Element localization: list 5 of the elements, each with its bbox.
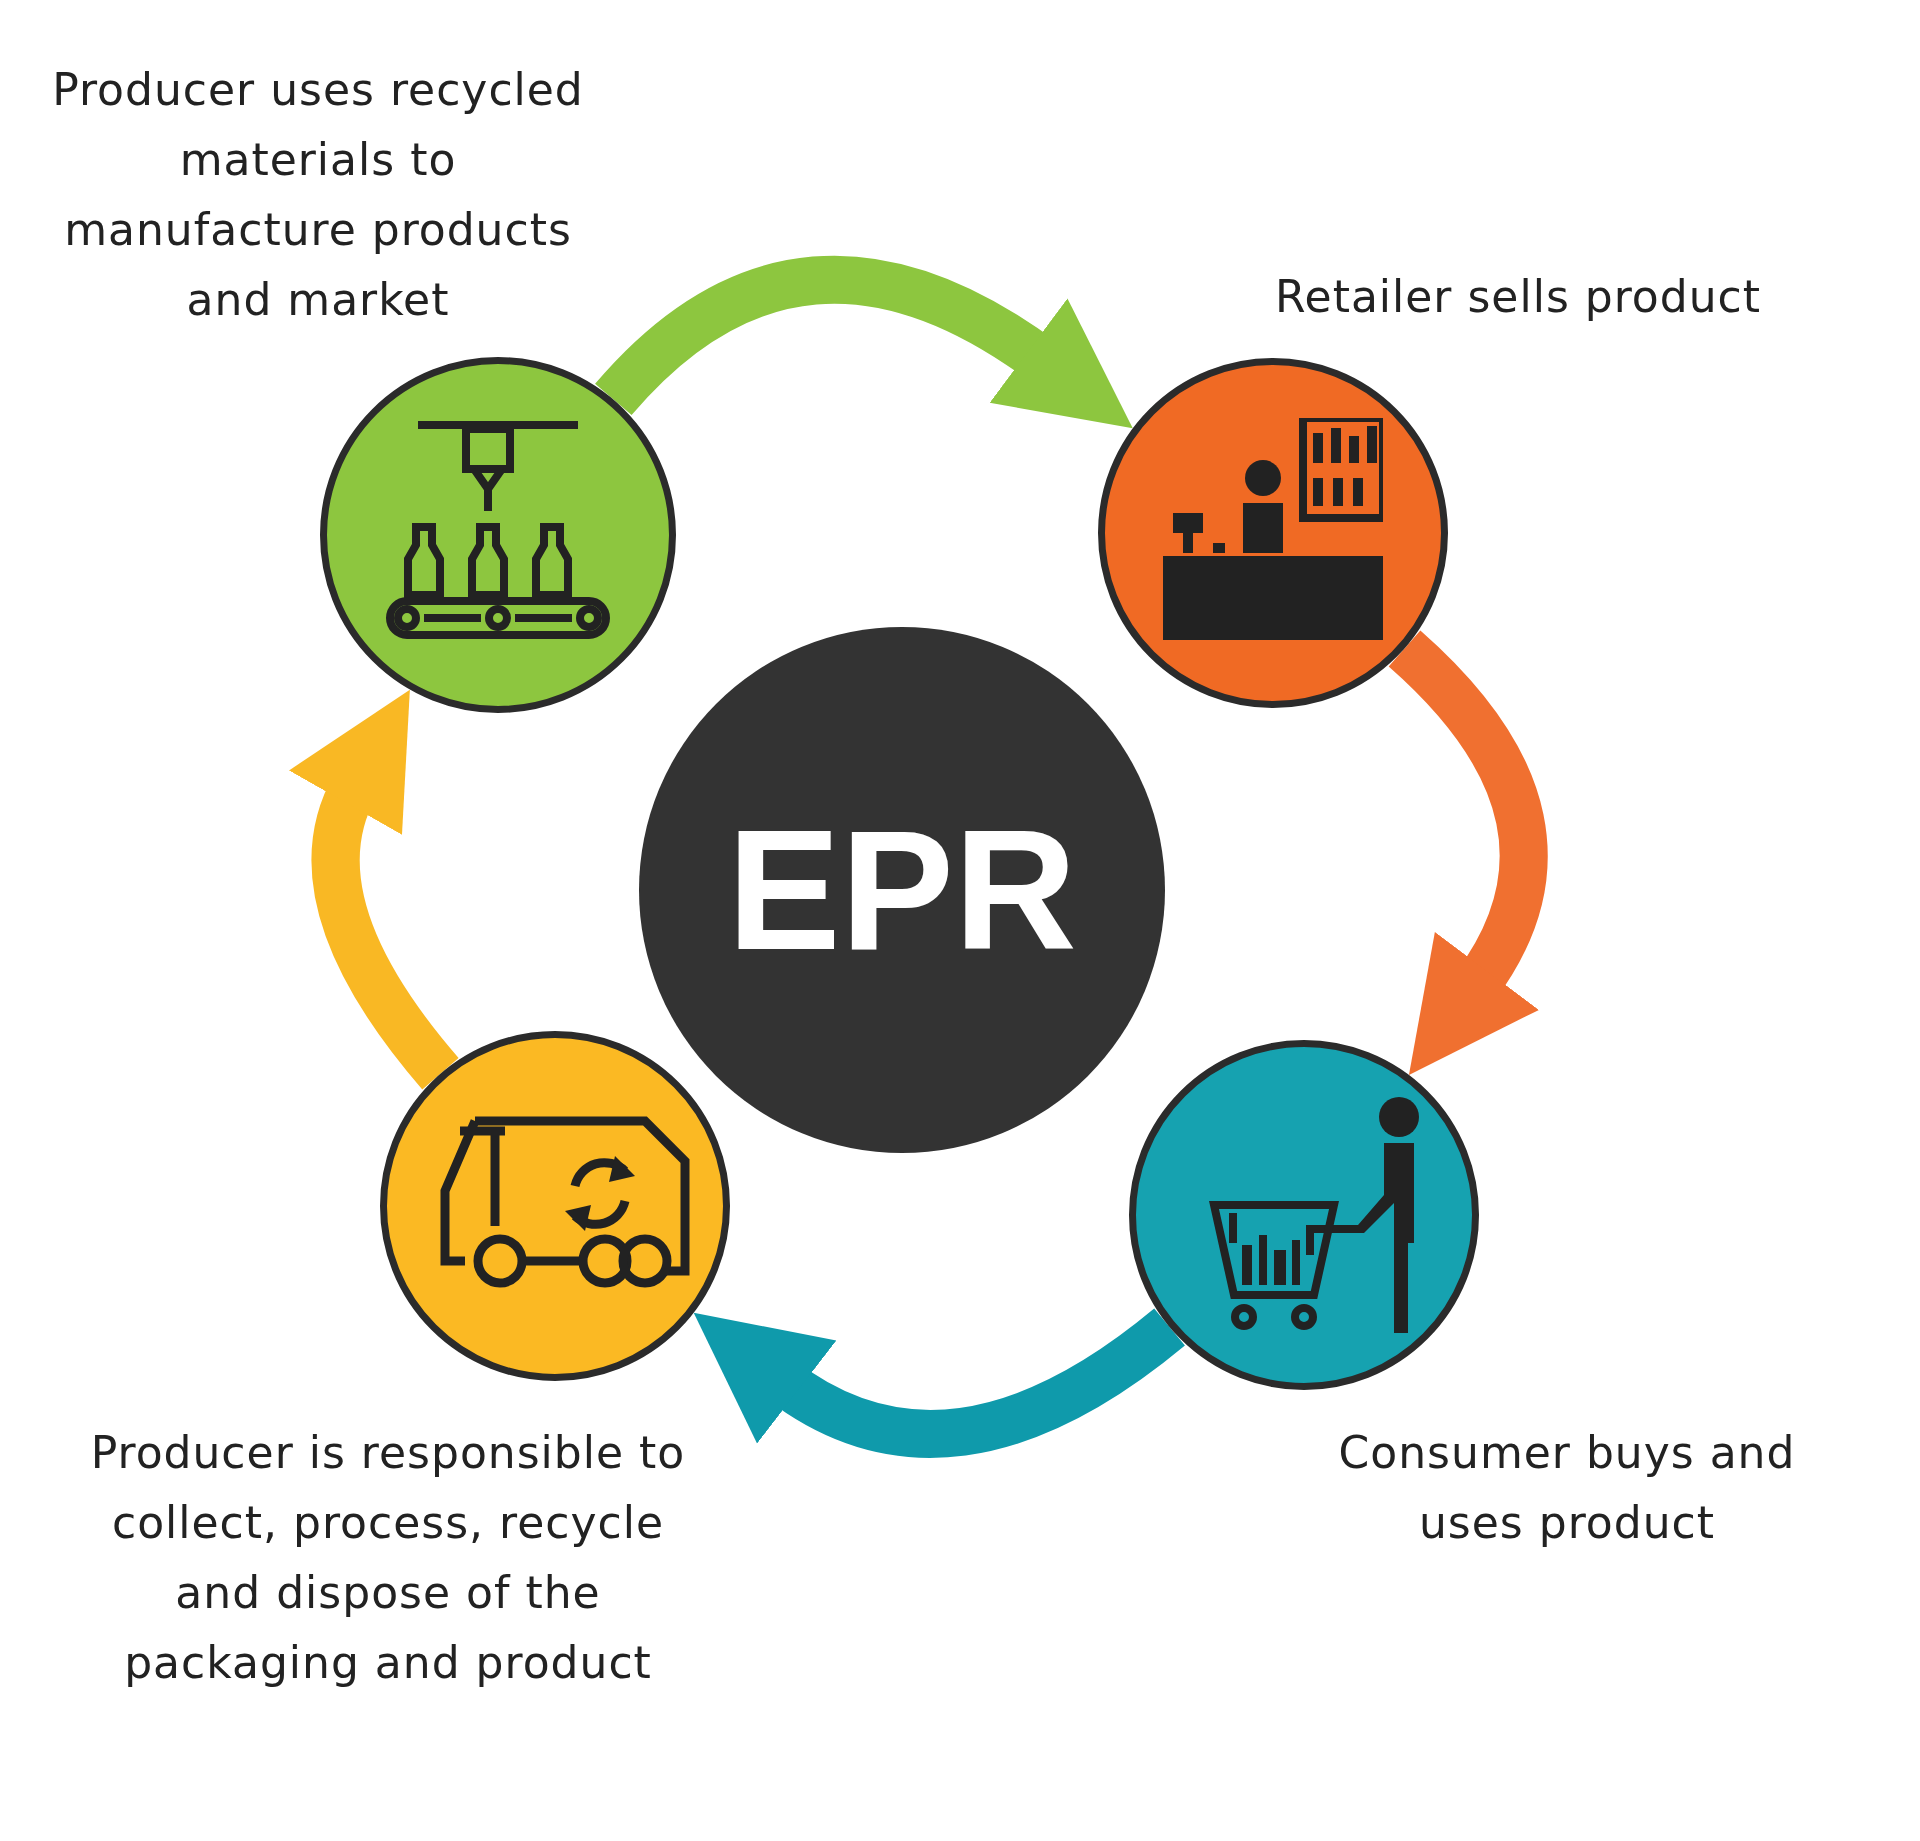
step-caption: Retailer sells product — [1273, 270, 1763, 324]
step-caption: Producer is responsible to collect, process, recycle and dispose of the packaging and product — [89, 1426, 687, 1690]
step-caption: Producer uses recycled materials to manufacture products and market — [51, 63, 585, 327]
center-label: EPR — [727, 794, 1077, 987]
step-caption: Consumer buys and uses product — [1337, 1426, 1797, 1550]
